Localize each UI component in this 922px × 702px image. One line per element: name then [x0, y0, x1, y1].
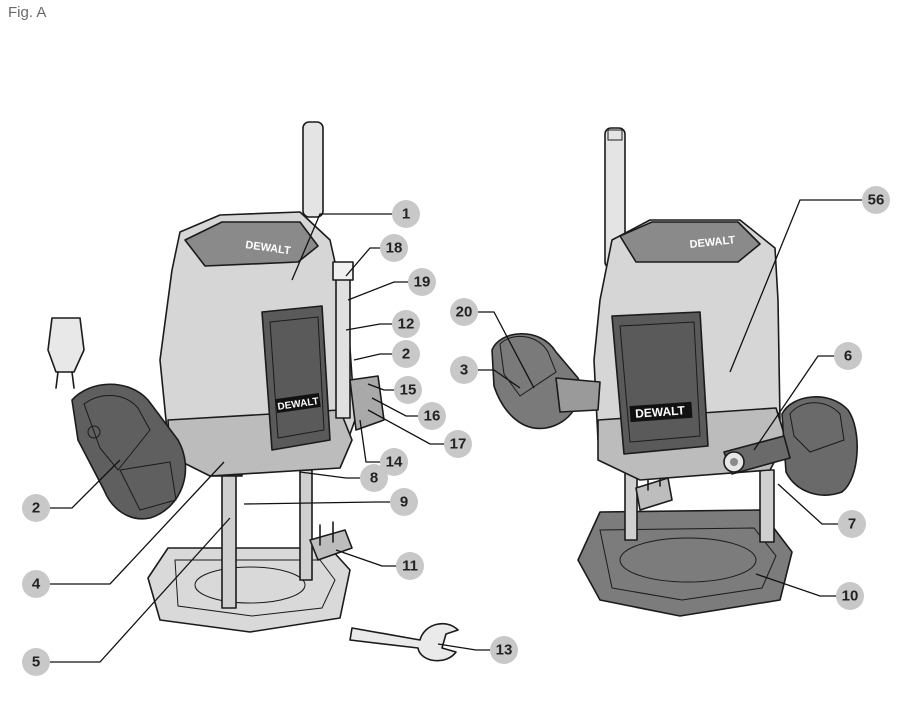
- callout-3: 3: [450, 356, 478, 384]
- callout-16: 16: [418, 402, 446, 430]
- power-plug: [47, 317, 85, 389]
- svg-text:7: 7: [848, 516, 856, 533]
- svg-text:15: 15: [400, 382, 417, 399]
- callout-6: 6: [834, 342, 862, 370]
- svg-text:11: 11: [402, 558, 418, 575]
- svg-text:56: 56: [868, 192, 885, 209]
- callout-20: 20: [450, 298, 478, 326]
- svg-text:13: 13: [496, 642, 513, 659]
- right-top-brand: DEWALT: [689, 234, 736, 251]
- plunge-column-right: [299, 469, 313, 581]
- svg-text:2: 2: [402, 346, 410, 363]
- callout-11: 11: [396, 552, 424, 580]
- svg-text:20: 20: [456, 304, 473, 321]
- plunge-column-left: [221, 467, 237, 609]
- callout-12: 12: [392, 310, 420, 338]
- svg-text:12: 12: [398, 316, 415, 333]
- callout-19: 19: [408, 268, 436, 296]
- callout-5: 5: [22, 648, 50, 676]
- callout-17: 17: [444, 430, 472, 458]
- callout-8: 8: [360, 464, 388, 492]
- svg-text:4: 4: [32, 576, 41, 593]
- right-front-brand: DEWALT: [635, 403, 686, 420]
- right-router-illustration: DEWALT DEWALT: [491, 127, 858, 617]
- right-right-handle: [781, 396, 858, 496]
- svg-text:14: 14: [386, 454, 403, 471]
- svg-text:18: 18: [386, 240, 403, 257]
- callout-18: 18: [380, 234, 408, 262]
- callout-9: 9: [390, 488, 418, 516]
- svg-text:2: 2: [32, 500, 40, 517]
- leader-lines: [50, 199, 862, 663]
- callout-1: 1: [392, 200, 420, 228]
- svg-text:3: 3: [460, 362, 468, 379]
- callouts: 1 18 19 12 2 15 16 17 14 8 9 2 4 11 5 13…: [22, 186, 890, 676]
- svg-text:1: 1: [402, 206, 410, 223]
- figure-label: Fig. A: [8, 4, 47, 21]
- svg-text:19: 19: [414, 274, 431, 291]
- callout-13: 13: [490, 636, 518, 664]
- svg-text:17: 17: [450, 436, 467, 453]
- left-handle: [71, 383, 187, 520]
- svg-text:6: 6: [844, 348, 852, 365]
- callout-2-lower: 2: [22, 494, 50, 522]
- svg-text:8: 8: [370, 470, 378, 487]
- svg-text:10: 10: [842, 588, 859, 605]
- callout-2-upper: 2: [392, 340, 420, 368]
- left-base: [147, 547, 351, 633]
- callout-15: 15: [394, 376, 422, 404]
- svg-text:9: 9: [400, 494, 408, 511]
- svg-text:5: 5: [32, 654, 40, 671]
- left-router-illustration: DEWALT DEWALT: [47, 23, 385, 633]
- callout-7: 7: [838, 510, 866, 538]
- callout-14: 14: [380, 448, 408, 476]
- callout-10: 10: [836, 582, 864, 610]
- svg-text:16: 16: [424, 408, 441, 425]
- callout-56: 56: [862, 186, 890, 214]
- callout-4: 4: [22, 570, 50, 598]
- wrench-illustration: [349, 622, 459, 662]
